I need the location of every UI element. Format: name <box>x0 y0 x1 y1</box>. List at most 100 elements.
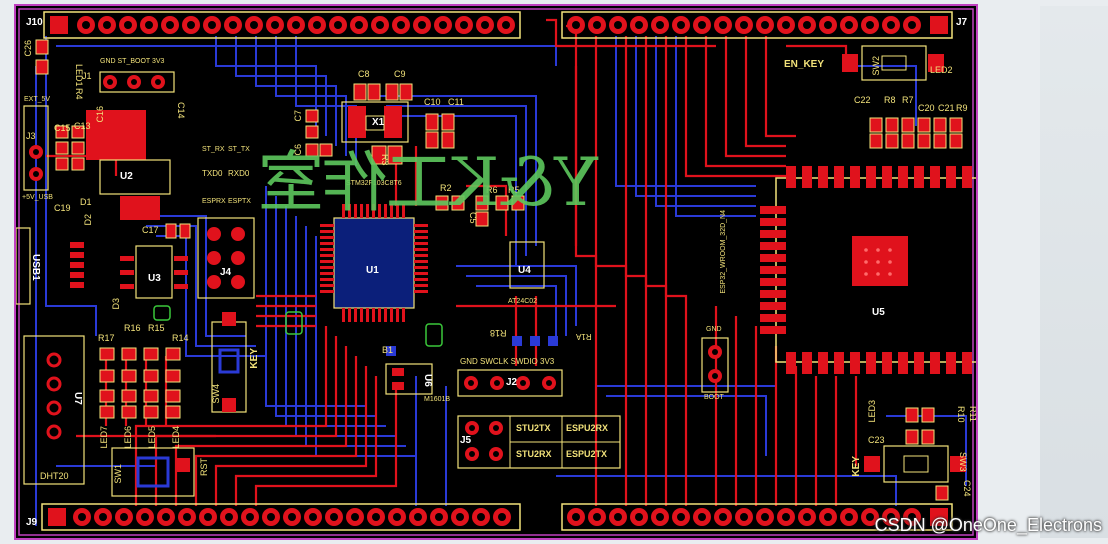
label-stu2tx: STU2TX <box>516 423 551 433</box>
label-j4: J4 <box>220 267 232 278</box>
label-j2-pins: GND SWCLK SWDIO 3V3 <box>460 357 555 366</box>
label-rst: RST <box>199 458 209 476</box>
pcb-board: J10 J7 J9 C26 LED1 J1 GND ST_BOOT 3V3 C1… <box>14 4 978 540</box>
label-j5: J5 <box>460 435 472 446</box>
label-key-sw3: KEY <box>851 456 862 477</box>
label-r10: R10 <box>956 406 966 423</box>
chip-u3 <box>120 245 188 299</box>
label-c14: C14 <box>176 102 186 119</box>
header-j8-pins <box>561 503 953 531</box>
label-r11: R11 <box>968 406 976 422</box>
switch-sw3 <box>864 445 966 483</box>
label-r5: R5 <box>508 185 520 195</box>
label-r7: R7 <box>902 95 914 105</box>
label-espu2tx: ESPU2TX <box>566 449 608 459</box>
board-watermark-logo: Y&K工作室 <box>260 144 598 221</box>
regulator-u2 <box>99 159 171 195</box>
label-r18: R18 <box>490 328 507 338</box>
sensor-u7-dht20 <box>23 335 85 485</box>
label-ext-5v: EXT_5V <box>24 96 51 103</box>
label-u3: U3 <box>148 273 161 284</box>
label-r1a: R1A <box>576 332 592 341</box>
label-sw4: SW4 <box>211 384 221 404</box>
board-outline <box>18 8 974 536</box>
label-u5: U5 <box>872 307 885 318</box>
label-j2: J2 <box>506 377 518 388</box>
label-sw3: SW3 <box>958 452 968 472</box>
label-c17: C17 <box>142 225 159 235</box>
label-boot-pins: GND ST_BOOT 3V3 <box>100 58 165 65</box>
label-key-sw4: KEY <box>249 348 260 369</box>
label-rxd0: RXD0 <box>228 169 250 178</box>
label-dht20: DHT20 <box>40 471 69 481</box>
label-c13: C13 <box>74 121 91 131</box>
label-led2: LED2 <box>930 65 953 75</box>
switch-sw1 <box>111 447 195 497</box>
label-txd0: TXD0 <box>202 169 223 178</box>
label-r14: R14 <box>172 333 189 343</box>
label-j3: J3 <box>26 131 36 141</box>
label-c10: C10 <box>424 97 441 107</box>
label-d3: D3 <box>111 298 121 310</box>
top-layer-traces <box>46 18 858 506</box>
label-stu2rx: STU2RX <box>516 449 552 459</box>
label-st-tx: ST_TX <box>228 146 250 153</box>
label-gnd: GND <box>706 326 722 333</box>
label-led3: LED3 <box>867 400 877 423</box>
header-j10-pins <box>43 11 521 39</box>
label-sw2: SW2 <box>871 56 881 76</box>
label-c5: C5 <box>468 212 478 224</box>
eeprom-u4 <box>509 241 545 289</box>
label-at24c02: AT24C02 <box>508 298 538 305</box>
label-c22: C22 <box>854 95 871 105</box>
label-u2: U2 <box>120 171 133 182</box>
pcb-artwork <box>16 8 976 536</box>
label-boot: BOOT <box>704 394 724 401</box>
label-u6: U6 <box>422 374 433 387</box>
label-c11: C11 <box>448 97 464 107</box>
label-sw1: SW1 <box>113 464 123 484</box>
label-c24: C24 <box>962 480 972 497</box>
label-led6: LED6 <box>123 426 133 449</box>
label-r2: R2 <box>440 183 452 193</box>
label-esptx: ESPTX <box>228 198 251 205</box>
csdn-credit-watermark: CSDN @OneOne_Electrons <box>874 515 1102 535</box>
label-r16: R16 <box>124 323 141 333</box>
label-c23: C23 <box>868 435 885 445</box>
boot-jumper <box>701 337 729 393</box>
label-usb-5v: +5V_USB <box>22 194 53 201</box>
label-c26: C26 <box>23 40 33 57</box>
switch-sw4 <box>211 312 247 413</box>
label-led7: LED7 <box>99 426 109 449</box>
header-j9-pins <box>41 503 521 531</box>
label-r3: R3 <box>380 154 390 166</box>
label-c20: C20 <box>918 103 935 113</box>
esp32-module-u5 <box>760 166 976 374</box>
header-j4 <box>197 217 255 299</box>
label-u4: U4 <box>518 265 531 276</box>
label-r4: R4 <box>74 88 84 100</box>
label-r8: R8 <box>884 95 896 105</box>
switch-sw2 <box>842 45 944 81</box>
label-r6: R6 <box>486 185 498 195</box>
label-led1: LED1 <box>74 64 84 87</box>
header-j2-swd <box>457 369 563 397</box>
label-c9: C9 <box>394 69 406 79</box>
chip-u6 <box>385 363 433 395</box>
label-j1: J1 <box>82 71 92 81</box>
viewer-background <box>1040 6 1108 538</box>
label-u7: U7 <box>72 392 83 405</box>
label-st-rx: ST_RX <box>202 146 225 153</box>
label-j9: J9 <box>26 517 38 528</box>
usb-connector <box>16 227 84 305</box>
label-x1: X1 <box>372 117 385 128</box>
label-c15: C15 <box>54 123 71 133</box>
header-j3 <box>23 105 49 191</box>
via-markers <box>153 305 443 347</box>
label-m1601b: M1601B <box>424 396 451 403</box>
passive-pads <box>35 39 963 501</box>
label-u1: U1 <box>366 265 379 276</box>
label-r9: R9 <box>956 103 968 113</box>
copper-pours <box>86 110 908 286</box>
